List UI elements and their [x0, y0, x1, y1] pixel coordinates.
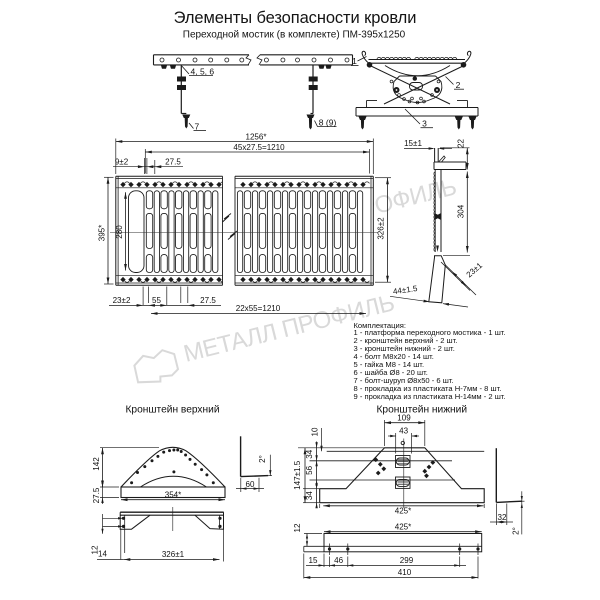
svg-text:3 - кронштейн нижний - 2 шт.: 3 - кронштейн нижний - 2 шт.	[354, 344, 455, 353]
svg-text:15: 15	[309, 556, 318, 565]
svg-text:2°: 2°	[512, 527, 521, 535]
svg-text:1: 1	[352, 56, 357, 66]
svg-text:425*: 425*	[395, 507, 412, 516]
svg-text:27.5: 27.5	[200, 296, 216, 305]
svg-text:147±1.5: 147±1.5	[293, 460, 302, 490]
svg-text:280: 280	[115, 225, 124, 239]
svg-text:44±1.5: 44±1.5	[392, 284, 418, 296]
svg-text:12: 12	[293, 523, 302, 532]
svg-text:9±2: 9±2	[115, 157, 129, 166]
svg-text:7 - болт-шуруп Ø8х50 - 6 шт.: 7 - болт-шуруп Ø8х50 - 6 шт.	[354, 376, 454, 385]
svg-text:43: 43	[399, 427, 408, 436]
svg-text:109: 109	[397, 414, 411, 423]
svg-text:2: 2	[456, 80, 461, 90]
svg-text:410: 410	[398, 568, 412, 577]
svg-text:142: 142	[92, 457, 101, 471]
svg-text:1256*: 1256*	[245, 133, 266, 142]
svg-text:60: 60	[246, 480, 255, 489]
svg-text:Комплектация:: Комплектация:	[354, 321, 406, 330]
svg-text:34: 34	[305, 491, 314, 500]
svg-text:32: 32	[498, 513, 507, 522]
svg-text:22x55=1210: 22x55=1210	[236, 304, 281, 313]
svg-text:354*: 354*	[165, 490, 182, 499]
svg-text:10: 10	[311, 427, 320, 436]
svg-text:15±1: 15±1	[404, 139, 422, 148]
svg-text:14: 14	[98, 550, 107, 559]
svg-text:2 - кронштейн верхний - 2 шт.: 2 - кронштейн верхний - 2 шт.	[354, 336, 458, 345]
svg-text:9 - прокладка из пластиката Н-: 9 - прокладка из пластиката Н-14мм - 2 ш…	[354, 392, 506, 401]
svg-text:7: 7	[195, 122, 200, 132]
svg-text:425*: 425*	[395, 523, 412, 532]
svg-text:4, 5, 6: 4, 5, 6	[191, 66, 215, 76]
svg-text:299: 299	[400, 556, 414, 565]
svg-text:326±1: 326±1	[162, 550, 185, 559]
svg-text:27.5: 27.5	[92, 487, 101, 503]
svg-text:395*: 395*	[98, 225, 107, 242]
svg-text:27.5: 27.5	[165, 157, 181, 166]
svg-text:Элементы безопасности кровли: Элементы безопасности кровли	[174, 9, 417, 27]
svg-text:22: 22	[456, 139, 465, 148]
svg-text:23±1: 23±1	[465, 261, 485, 280]
svg-text:46: 46	[334, 556, 343, 565]
svg-text:4 - болт М8х20 - 14 шт.: 4 - болт М8х20 - 14 шт.	[354, 352, 434, 361]
svg-text:5 - гайка М8 - 14 шт.: 5 - гайка М8 - 14 шт.	[354, 360, 425, 369]
svg-text:304: 304	[456, 204, 465, 218]
svg-text:23±2: 23±2	[113, 296, 131, 305]
svg-text:1 - платформа переходного мост: 1 - платформа переходного мостика - 1 шт…	[354, 328, 506, 337]
svg-text:8 (9): 8 (9)	[319, 117, 337, 127]
svg-text:3: 3	[422, 119, 427, 129]
svg-text:Переходной мостик (в комплекте: Переходной мостик (в комплекте) ПМ-395х1…	[183, 30, 406, 41]
svg-text:6 - шайба Ø8 - 20 шт.: 6 - шайба Ø8 - 20 шт.	[354, 368, 428, 377]
svg-text:34: 34	[305, 449, 314, 458]
svg-text:12: 12	[90, 545, 99, 554]
svg-text:Кронштейн нижний: Кронштейн нижний	[377, 405, 468, 416]
svg-text:326±2: 326±2	[377, 217, 386, 240]
svg-text:45x27.5=1210: 45x27.5=1210	[233, 143, 285, 152]
svg-text:56: 56	[305, 465, 314, 474]
svg-text:2°: 2°	[258, 455, 267, 463]
svg-text:55: 55	[152, 296, 161, 305]
svg-text:Кронштейн верхний: Кронштейн верхний	[125, 405, 219, 416]
svg-text:8 - прокладка из пластиката Н-: 8 - прокладка из пластиката Н-7мм - 8 шт…	[354, 384, 502, 393]
